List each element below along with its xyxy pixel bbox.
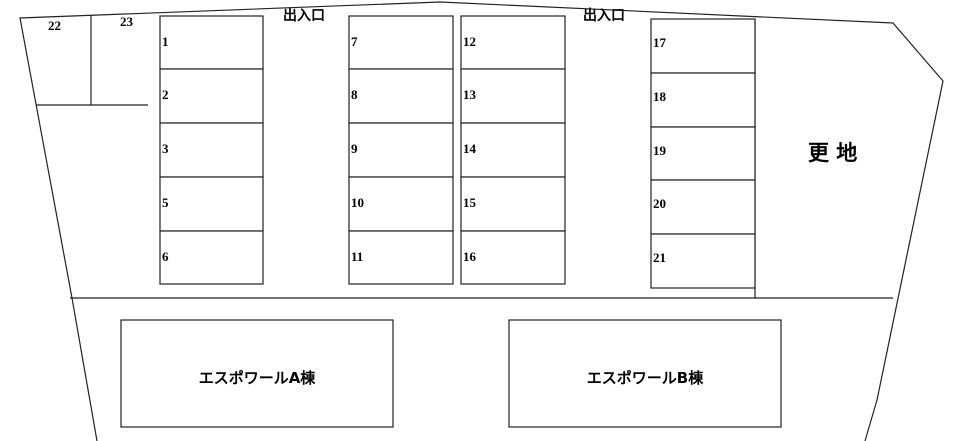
- parking-space: [650, 233, 756, 289]
- parking-space: [650, 72, 756, 128]
- building-b: [508, 319, 782, 428]
- parking-space: [348, 122, 454, 178]
- building-a-label: エスポワールA棟: [199, 369, 317, 387]
- parking-space: [159, 230, 264, 285]
- parking-space-number: 10: [351, 195, 364, 210]
- parking-space: [159, 15, 264, 70]
- parking-space-number: 9: [351, 141, 358, 156]
- parking-space: [159, 176, 264, 232]
- parking-space-number: 14: [463, 141, 477, 156]
- space-22-label: 22: [48, 18, 61, 33]
- parking-space-number: 5: [162, 195, 169, 210]
- lot-boundary: [19, 1, 944, 441]
- parking-space-number: 21: [653, 250, 666, 265]
- parking-space-number: 15: [463, 195, 477, 210]
- parking-space-number: 7: [351, 34, 358, 49]
- parking-space: [460, 122, 566, 178]
- parking-space: [650, 18, 756, 74]
- parking-space-number: 1: [162, 34, 169, 49]
- building-b-label: エスポワールB棟: [587, 369, 704, 387]
- parking-space-number: 17: [653, 35, 667, 50]
- parking-space: [348, 68, 454, 124]
- entrance-label-1: 出入口: [283, 7, 325, 24]
- parking-space-number: 13: [463, 87, 477, 102]
- parking-space-number: 6: [162, 249, 169, 264]
- parking-space-number: 19: [653, 143, 667, 158]
- parking-space-number: 3: [162, 141, 169, 156]
- parking-space: [159, 68, 264, 124]
- parking-space-number: 16: [463, 249, 477, 264]
- parking-space: [460, 15, 566, 70]
- parking-space-number: 2: [162, 87, 169, 102]
- space-23-label: 23: [120, 14, 134, 29]
- parking-space: [348, 15, 454, 70]
- parking-space: [460, 176, 566, 232]
- parking-space-number: 11: [351, 249, 363, 264]
- vacant-lot-label: 更 地: [808, 141, 857, 165]
- parking-space: [650, 179, 756, 235]
- entrance-label-2: 出入口: [583, 7, 625, 24]
- parking-space: [348, 176, 454, 232]
- parking-space: [650, 126, 756, 181]
- parking-space: [460, 230, 566, 285]
- parking-space: [159, 122, 264, 178]
- parking-space-number: 20: [653, 196, 666, 211]
- parking-space-number: 8: [351, 87, 358, 102]
- parking-space: [348, 230, 454, 285]
- parking-space-number: 18: [653, 89, 667, 104]
- building-a: [120, 319, 394, 428]
- parking-space-number: 12: [463, 34, 476, 49]
- parking-space: [460, 68, 566, 124]
